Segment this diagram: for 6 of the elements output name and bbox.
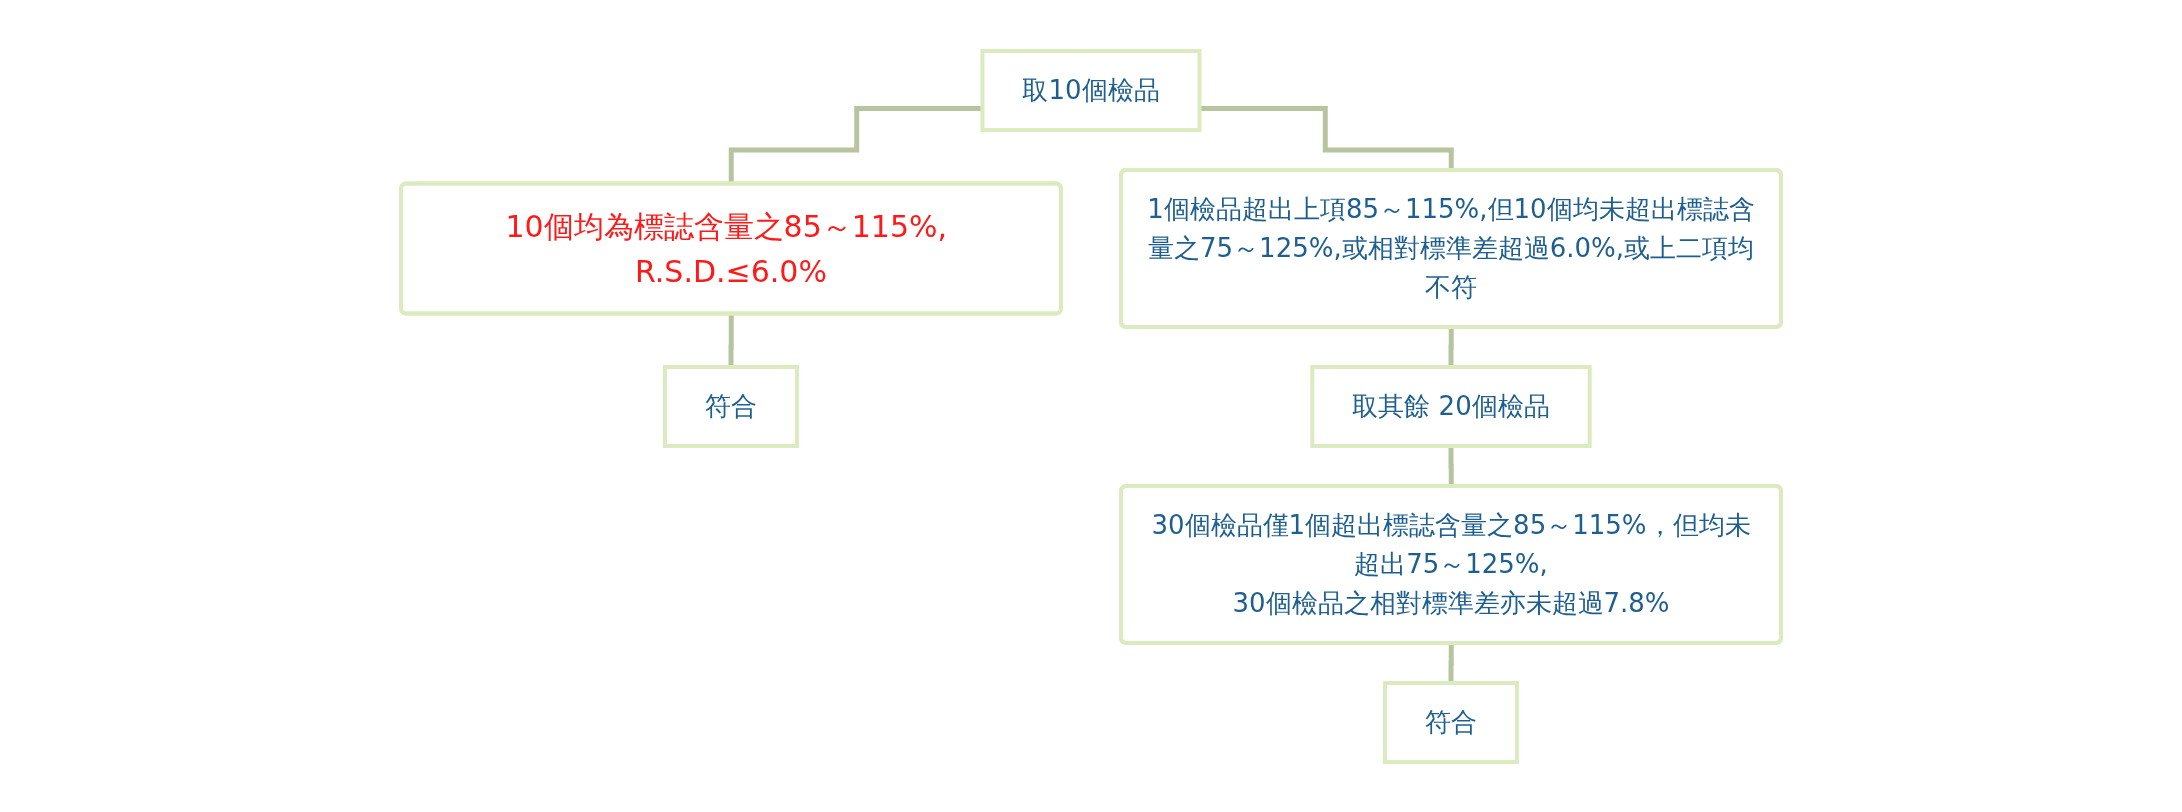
node-box: 符合 [1383, 680, 1519, 764]
node-box: 取其餘 20個檢品 [1310, 364, 1592, 448]
node-box: 符合 [663, 364, 799, 448]
node-box: 取10個檢品 [980, 48, 1202, 132]
node-text: 1個檢品超出上項85～115%,但10個均未超出標誌含量之75～125%,或相對標準差超過6.0%,或上二項均不符 [1147, 193, 1755, 302]
node-text: 30個檢品僅1個超出標誌含量之85～115%，但均未超出75～125%, 30個檢品之相對標準差亦未超過7.8% [1151, 509, 1751, 618]
